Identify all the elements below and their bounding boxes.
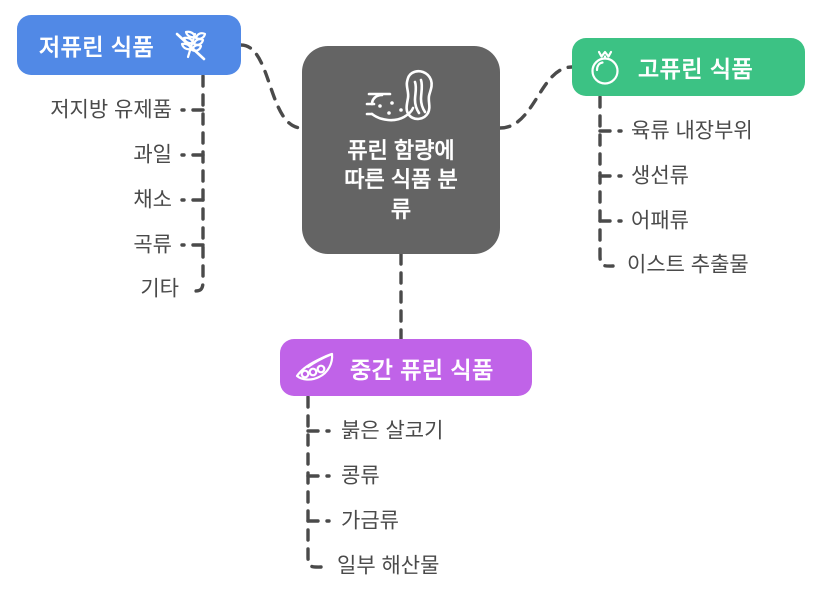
branch-node-high-purine[interactable]: 고퓨린 식품 bbox=[572, 38, 805, 96]
leaf-high-purine-0[interactable]: 육류 내장부위 bbox=[631, 119, 753, 143]
center-label-line-2: 따른 식품 분 bbox=[344, 167, 458, 193]
leaf-high-purine-1[interactable]: 생선류 bbox=[631, 164, 689, 188]
leaf-low-purine-2[interactable]: 채소 bbox=[133, 188, 172, 212]
pomegranate-icon bbox=[586, 47, 624, 87]
center-node[interactable]: 퓨린 함량에 따른 식품 분 류 bbox=[302, 46, 500, 254]
branch-node-medium-purine[interactable]: 중간 퓨린 식품 bbox=[280, 339, 532, 396]
branch-label-medium-purine: 중간 퓨린 식품 bbox=[350, 356, 494, 383]
leaf-high-purine-3[interactable]: 이스트 추출물 bbox=[627, 253, 749, 277]
connector-center-to-high bbox=[498, 65, 574, 130]
pea-pod-icon bbox=[292, 348, 338, 388]
spine-low bbox=[188, 74, 205, 293]
branch-node-low-purine[interactable]: 저퓨린 식품 bbox=[17, 15, 241, 75]
leaf-medium-purine-3[interactable]: 일부 해산물 bbox=[337, 554, 440, 578]
leaf-medium-purine-1[interactable]: 콩류 bbox=[341, 464, 380, 488]
connector-center-to-low bbox=[239, 43, 304, 130]
center-label-line-1: 퓨린 함량에 bbox=[347, 138, 455, 164]
spine-mid bbox=[306, 395, 323, 569]
branch-label-high-purine: 고퓨린 식품 bbox=[638, 56, 754, 82]
center-node-label: 퓨린 함량에 따른 식품 분 류 bbox=[328, 136, 474, 223]
leaf-low-purine-3[interactable]: 곡류 bbox=[133, 233, 172, 257]
center-label-line-3: 류 bbox=[390, 196, 412, 222]
gluten-free-wheat-icon bbox=[168, 25, 208, 65]
peanut-icon bbox=[363, 68, 439, 126]
leaf-low-purine-1[interactable]: 과일 bbox=[133, 143, 172, 167]
branch-label-low-purine: 저퓨린 식품 bbox=[39, 34, 155, 60]
leaf-low-purine-0[interactable]: 저지방 유제품 bbox=[50, 98, 172, 122]
leaf-medium-purine-0[interactable]: 붉은 살코기 bbox=[341, 419, 444, 443]
spine-high bbox=[598, 95, 615, 268]
leaf-high-purine-2[interactable]: 어패류 bbox=[631, 209, 689, 233]
leaf-low-purine-4[interactable]: 기타 bbox=[140, 277, 179, 301]
leaf-medium-purine-2[interactable]: 가금류 bbox=[341, 509, 399, 533]
